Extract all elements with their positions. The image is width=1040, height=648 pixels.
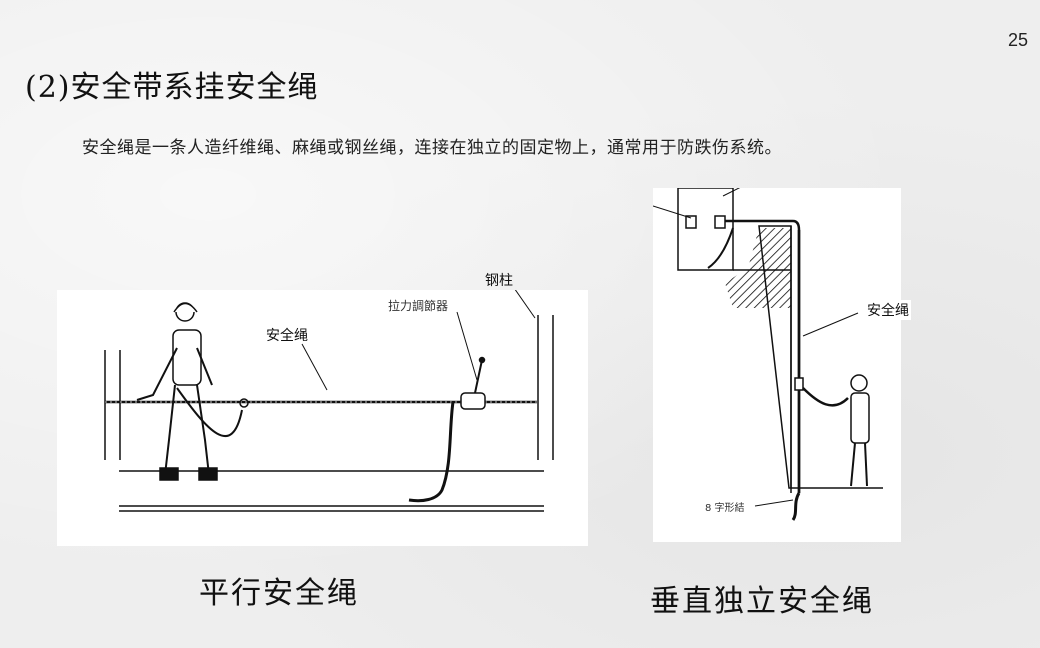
figure-eight-knot-label: 8 字形結 [705, 503, 745, 514]
rope-tail [408, 401, 455, 503]
horizontal-lifeline-drawing [104, 290, 554, 512]
vertical-lifeline-drawing [653, 188, 883, 521]
tension-adjuster-label: 拉力調節器 [388, 299, 449, 313]
page-number: 25 [1007, 30, 1028, 50]
steel-post-label: 钢柱 [485, 273, 513, 289]
vertical-lifeline-caption: 垂直独立安全绳 [650, 584, 874, 619]
worker-figure [136, 302, 249, 481]
rope-grab [794, 377, 804, 391]
slide-title: (2)安全带系挂安全绳 [25, 70, 319, 105]
vertical-lifeline-illustration [653, 188, 901, 542]
horizontal-rope-label: 安全绳 [266, 328, 308, 344]
climber-figure [850, 374, 870, 487]
description-text: 安全绳是一条人造纤维绳、麻绳或钢丝绳，连接在独立的固定物上，通常用于防跌伤系统。 [82, 138, 782, 158]
anchor-column [677, 188, 734, 271]
vertical-rope-label: 安全绳 [865, 300, 911, 320]
horizontal-lifeline-illustration [57, 290, 588, 546]
horizontal-lifeline-caption: 平行安全绳 [199, 576, 359, 611]
